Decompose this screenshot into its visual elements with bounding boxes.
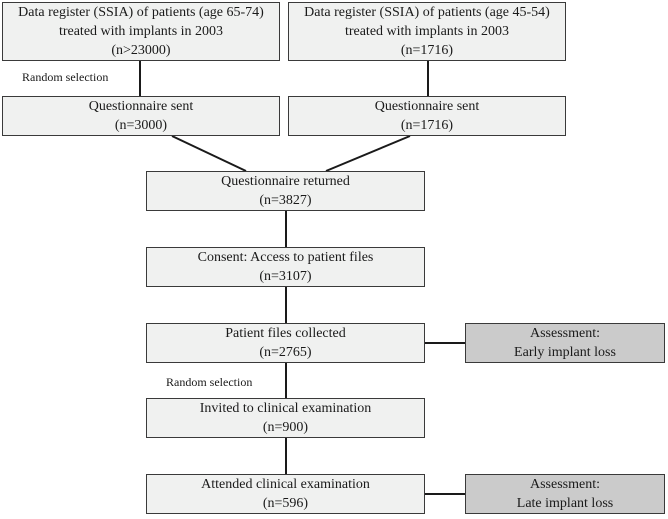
invited-box: Invited to clinical examination (n=900) [146, 398, 425, 438]
consent-box: Consent: Access to patient files (n=3107… [146, 247, 425, 287]
register-younger-line-1: Data register (SSIA) of patients (age 45… [304, 5, 550, 20]
assessment-late-line-2: Late implant loss [516, 496, 614, 511]
register-younger-line-3: (n=1716) [400, 43, 454, 58]
attended-box: Attended clinical examination (n=596) [146, 474, 425, 514]
questionnaire-returned-line-1: Questionnaire returned [221, 174, 350, 189]
attended-line-1: Attended clinical examination [201, 477, 370, 492]
register-younger-line-2: treated with implants in 2003 [344, 24, 510, 39]
random-selection-label-2: Random selection [166, 375, 253, 389]
questionnaire-sent-older-line-1: Questionnaire sent [88, 99, 194, 114]
register-younger-box: Data register (SSIA) of patients (age 45… [288, 2, 566, 61]
questionnaire-sent-younger-line-2: (n=1716) [400, 118, 454, 133]
assessment-early-line-2: Early implant loss [514, 345, 616, 360]
patient-files-line-1: Patient files collected [225, 326, 346, 341]
questionnaire-returned-box: Questionnaire returned (n=3827) [146, 171, 425, 211]
attended-line-2: (n=596) [262, 496, 309, 511]
questionnaire-sent-older-line-2: (n=3000) [114, 118, 168, 133]
questionnaire-sent-older-box: Questionnaire sent (n=3000) [2, 96, 280, 136]
register-older-line-2: treated with implants in 2003 [58, 24, 224, 39]
register-older-line-1: Data register (SSIA) of patients (age 65… [18, 5, 264, 20]
questionnaire-sent-younger-line-1: Questionnaire sent [374, 99, 480, 114]
invited-line-2: (n=900) [262, 420, 309, 435]
connector-sent-older-to-returned [171, 135, 247, 172]
questionnaire-sent-younger-box: Questionnaire sent (n=1716) [288, 96, 566, 136]
invited-line-1: Invited to clinical examination [199, 401, 372, 416]
patient-files-line-2: (n=2765) [259, 345, 312, 360]
register-older-box: Data register (SSIA) of patients (age 65… [2, 2, 280, 61]
consent-line-1: Consent: Access to patient files [197, 250, 374, 265]
assessment-early-line-1: Assessment: [530, 326, 600, 341]
questionnaire-returned-line-2: (n=3827) [259, 193, 312, 208]
register-older-line-3: (n>23000) [111, 43, 171, 58]
random-selection-label-1: Random selection [22, 70, 109, 84]
assessment-late-box: Assessment: Late implant loss [465, 474, 665, 514]
assessment-late-line-1: Assessment: [530, 477, 600, 492]
consent-line-2: (n=3107) [259, 269, 312, 284]
connector-sent-younger-to-returned [325, 135, 411, 172]
assessment-early-box: Assessment: Early implant loss [465, 323, 665, 363]
patient-files-box: Patient files collected (n=2765) [146, 323, 425, 363]
